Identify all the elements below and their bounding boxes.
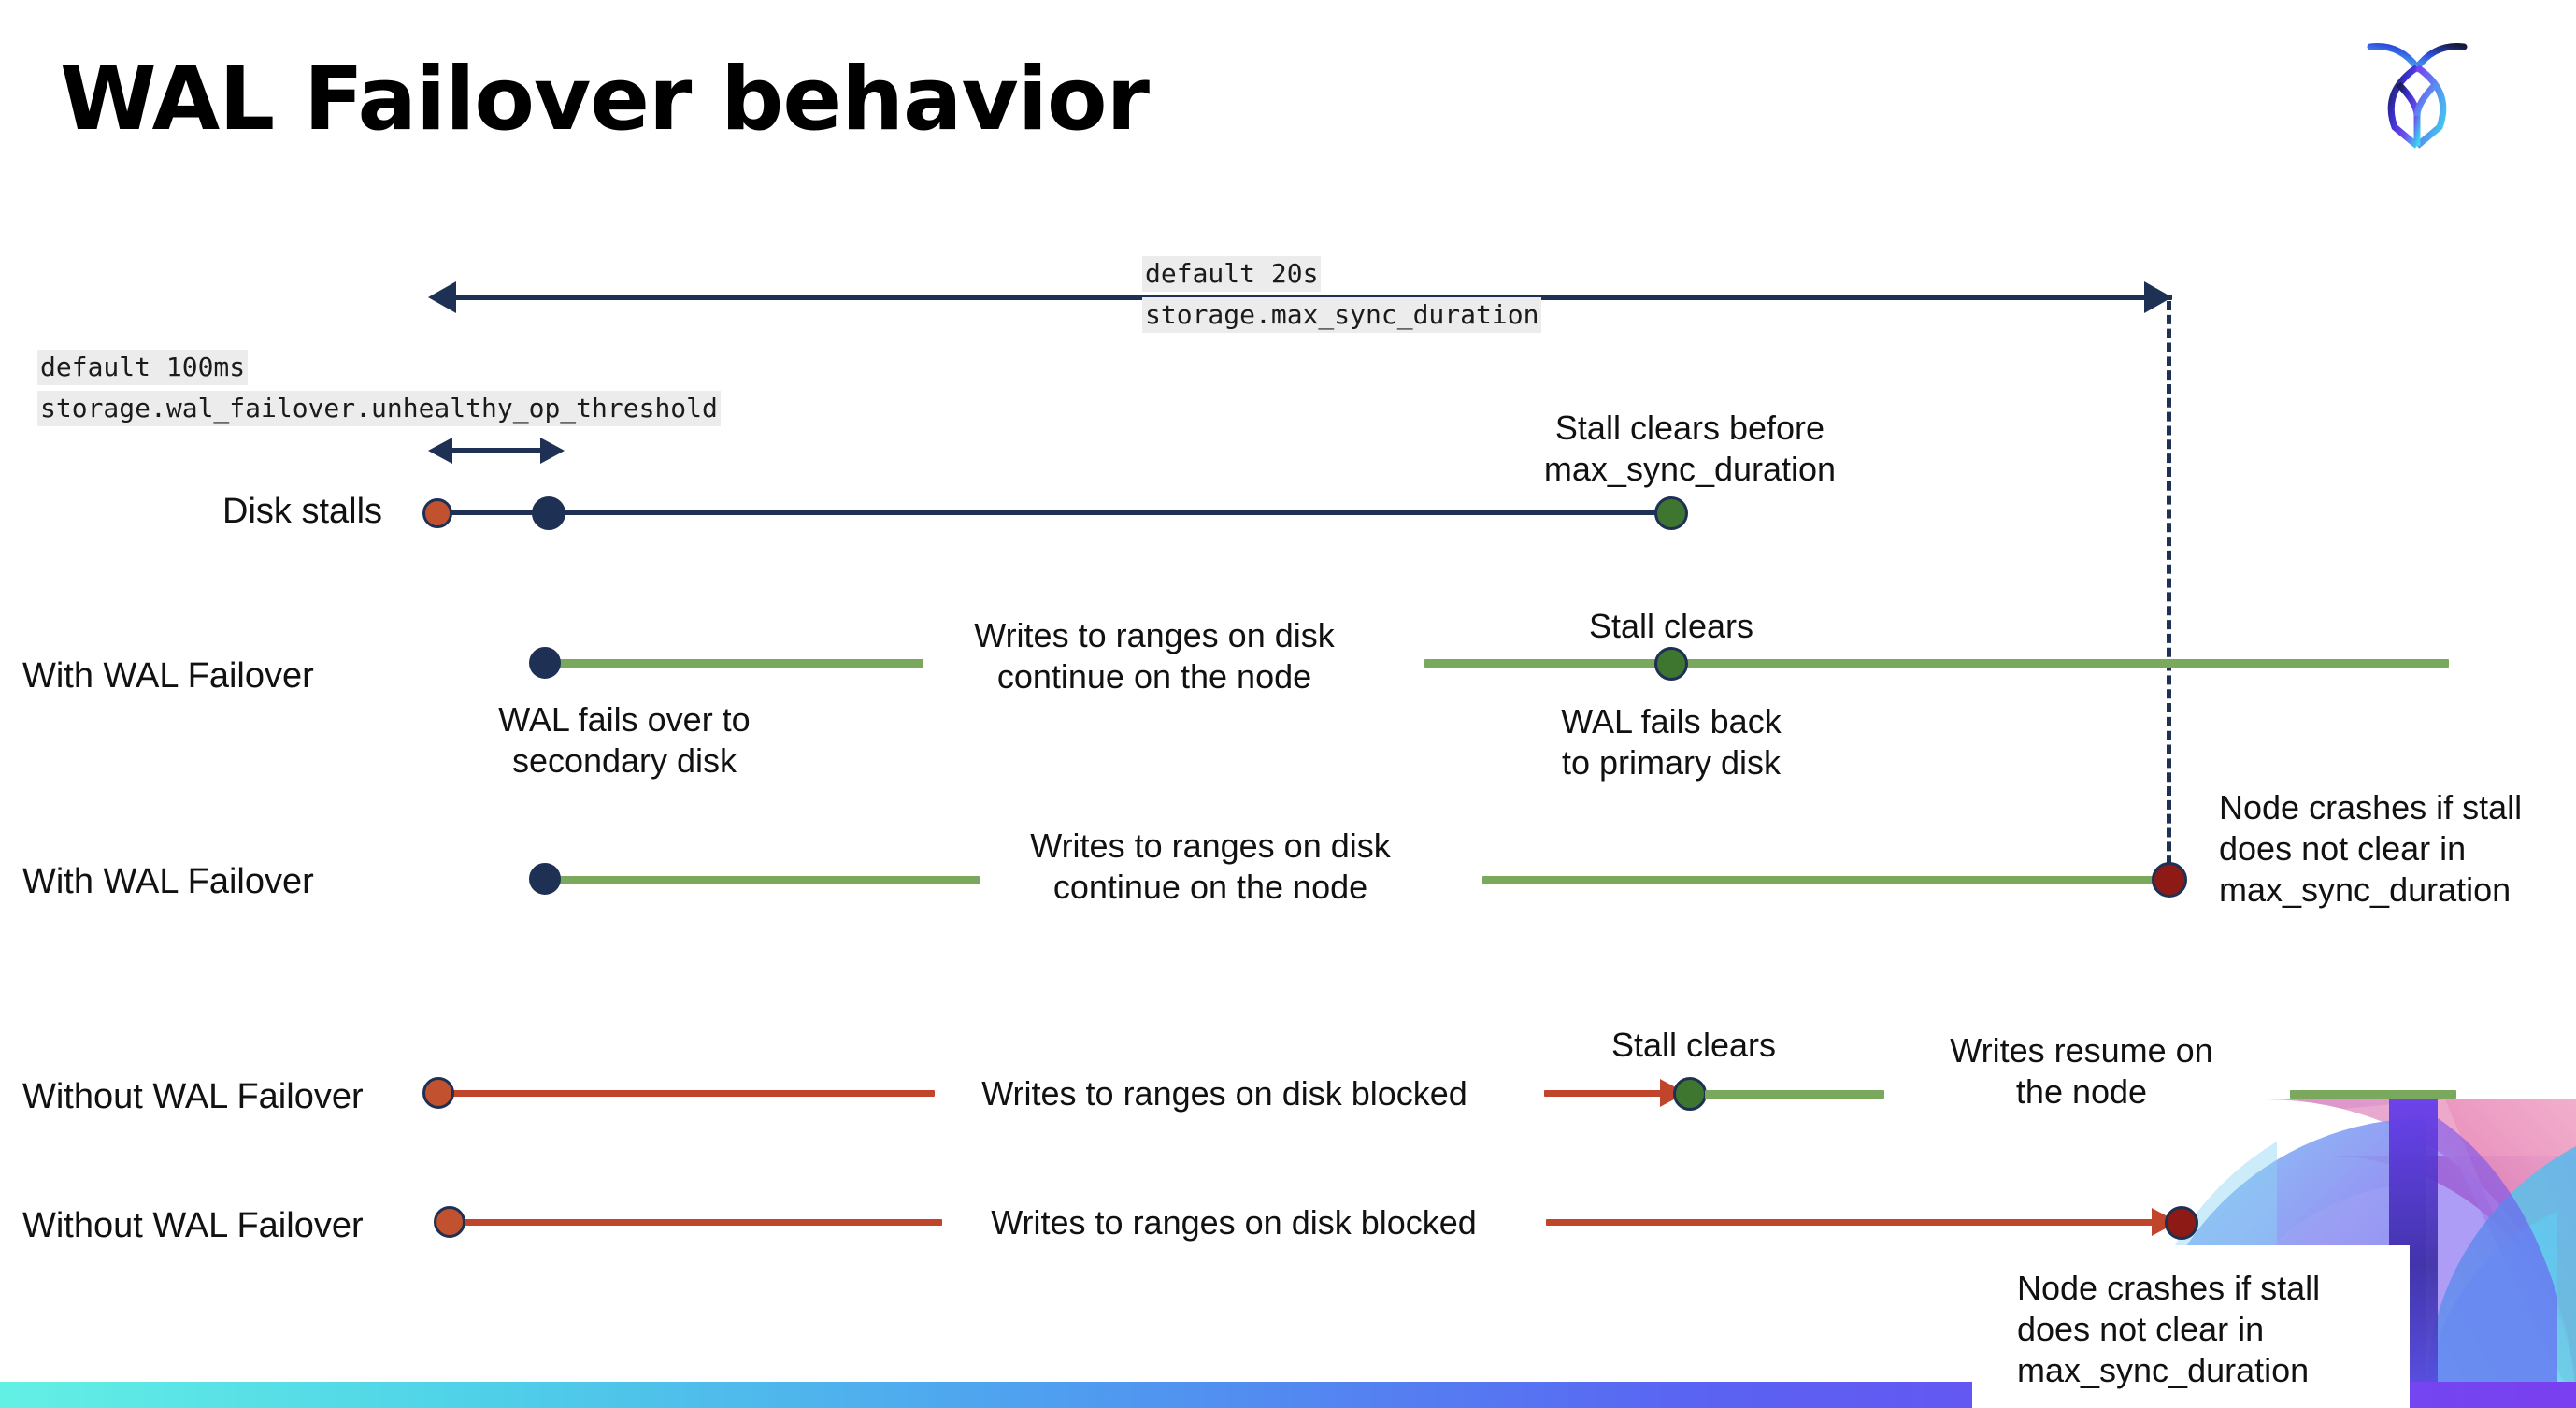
row-label-with-wal-failover-1: With WAL Failover	[22, 656, 314, 696]
without-wal-failover-1-start-dot	[422, 1077, 454, 1109]
row-label-without-wal-failover-2: Without WAL Failover	[22, 1206, 364, 1245]
without-wal-failover-1-segment-a	[449, 1090, 935, 1097]
without-wal-failover-1-mid-note: Writes to ranges on disk blocked	[981, 1074, 1467, 1113]
without-wal-failover-2-segment-b	[1546, 1219, 2155, 1226]
with-wal-failover-2-crash-note: Node crashes if stall does not clear in …	[2219, 788, 2523, 909]
threshold-setting-label: storage.wal_failover.unhealthy_op_thresh…	[37, 391, 721, 427]
threshold-axis	[451, 448, 544, 453]
with-wal-failover-2-start-dot	[529, 863, 561, 895]
row-label-disk-stalls: Disk stalls	[222, 492, 383, 531]
threshold-arrow-left-head	[428, 438, 452, 464]
with-wal-failover-2-segment-a	[542, 876, 980, 884]
with-wal-failover-2-segment-b	[1482, 876, 2170, 884]
with-wal-failover-2-mid-note: Writes to ranges on disk continue on the…	[1030, 826, 1391, 906]
disk-stall-start-dot	[422, 498, 452, 528]
crash-note-card	[1972, 1245, 2410, 1408]
disk-stall-threshold-dot	[532, 496, 565, 530]
row-label-with-wal-failover-2: With WAL Failover	[22, 862, 314, 901]
with-wal-failover-1-mid-note: Writes to ranges on disk continue on the…	[974, 616, 1335, 696]
max-sync-default-label: default 20s	[1142, 256, 1322, 293]
without-wal-failover-2-crash-note: Node crashes if stall does not clear in …	[2017, 1269, 2321, 1389]
with-wal-failover-1-start-dot	[529, 647, 561, 679]
disk-stall-clear-note: Stall clears before max_sync_duration	[1543, 409, 1837, 488]
without-wal-failover-1-segment-c	[1705, 1090, 1884, 1099]
max-sync-setting-label: storage.max_sync_duration	[1142, 297, 1542, 334]
page-title: WAL Failover behavior	[60, 49, 1150, 151]
without-wal-failover-1-clear-dot	[1673, 1077, 1707, 1111]
with-wal-failover-1-segment-b	[1424, 659, 2449, 668]
without-wal-failover-2-segment-a	[460, 1219, 942, 1226]
row-label-without-wal-failover-1: Without WAL Failover	[22, 1077, 364, 1116]
without-wal-failover-2-start-dot	[434, 1206, 465, 1238]
without-wal-failover-1-segment-b	[1544, 1090, 1664, 1097]
max-sync-arrow-left-head	[428, 281, 456, 313]
with-wal-failover-1-clear-note: Stall clears	[1588, 607, 1754, 645]
threshold-arrow-right-head	[540, 438, 565, 464]
without-wal-failover-1-resume-note: Writes resume on the node	[1950, 1031, 2213, 1111]
with-wal-failover-1-segment-a	[542, 659, 923, 668]
max-sync-dashed-connector	[2167, 301, 2171, 879]
disk-stalls-timeline	[436, 510, 1669, 515]
without-wal-failover-2-crash-dot	[2165, 1206, 2198, 1240]
without-wal-failover-1-clear-note: Stall clears	[1610, 1026, 1777, 1064]
with-wal-failover-2-crash-dot	[2152, 862, 2187, 898]
threshold-default-label: default 100ms	[37, 350, 249, 386]
with-wal-failover-1-clear-dot	[1654, 647, 1688, 681]
with-wal-failover-1-end-note: WAL fails back to primary disk	[1561, 702, 1782, 782]
disk-stall-clear-dot	[1654, 496, 1688, 530]
artwork-mask-left	[0, 1243, 2017, 1382]
cockroachdb-logo-icon	[2367, 42, 2468, 149]
with-wal-failover-1-start-note: WAL fails over to secondary disk	[498, 700, 751, 780]
without-wal-failover-2-mid-note: Writes to ranges on disk blocked	[991, 1203, 1477, 1242]
without-wal-failover-1-segment-d	[2290, 1090, 2456, 1099]
